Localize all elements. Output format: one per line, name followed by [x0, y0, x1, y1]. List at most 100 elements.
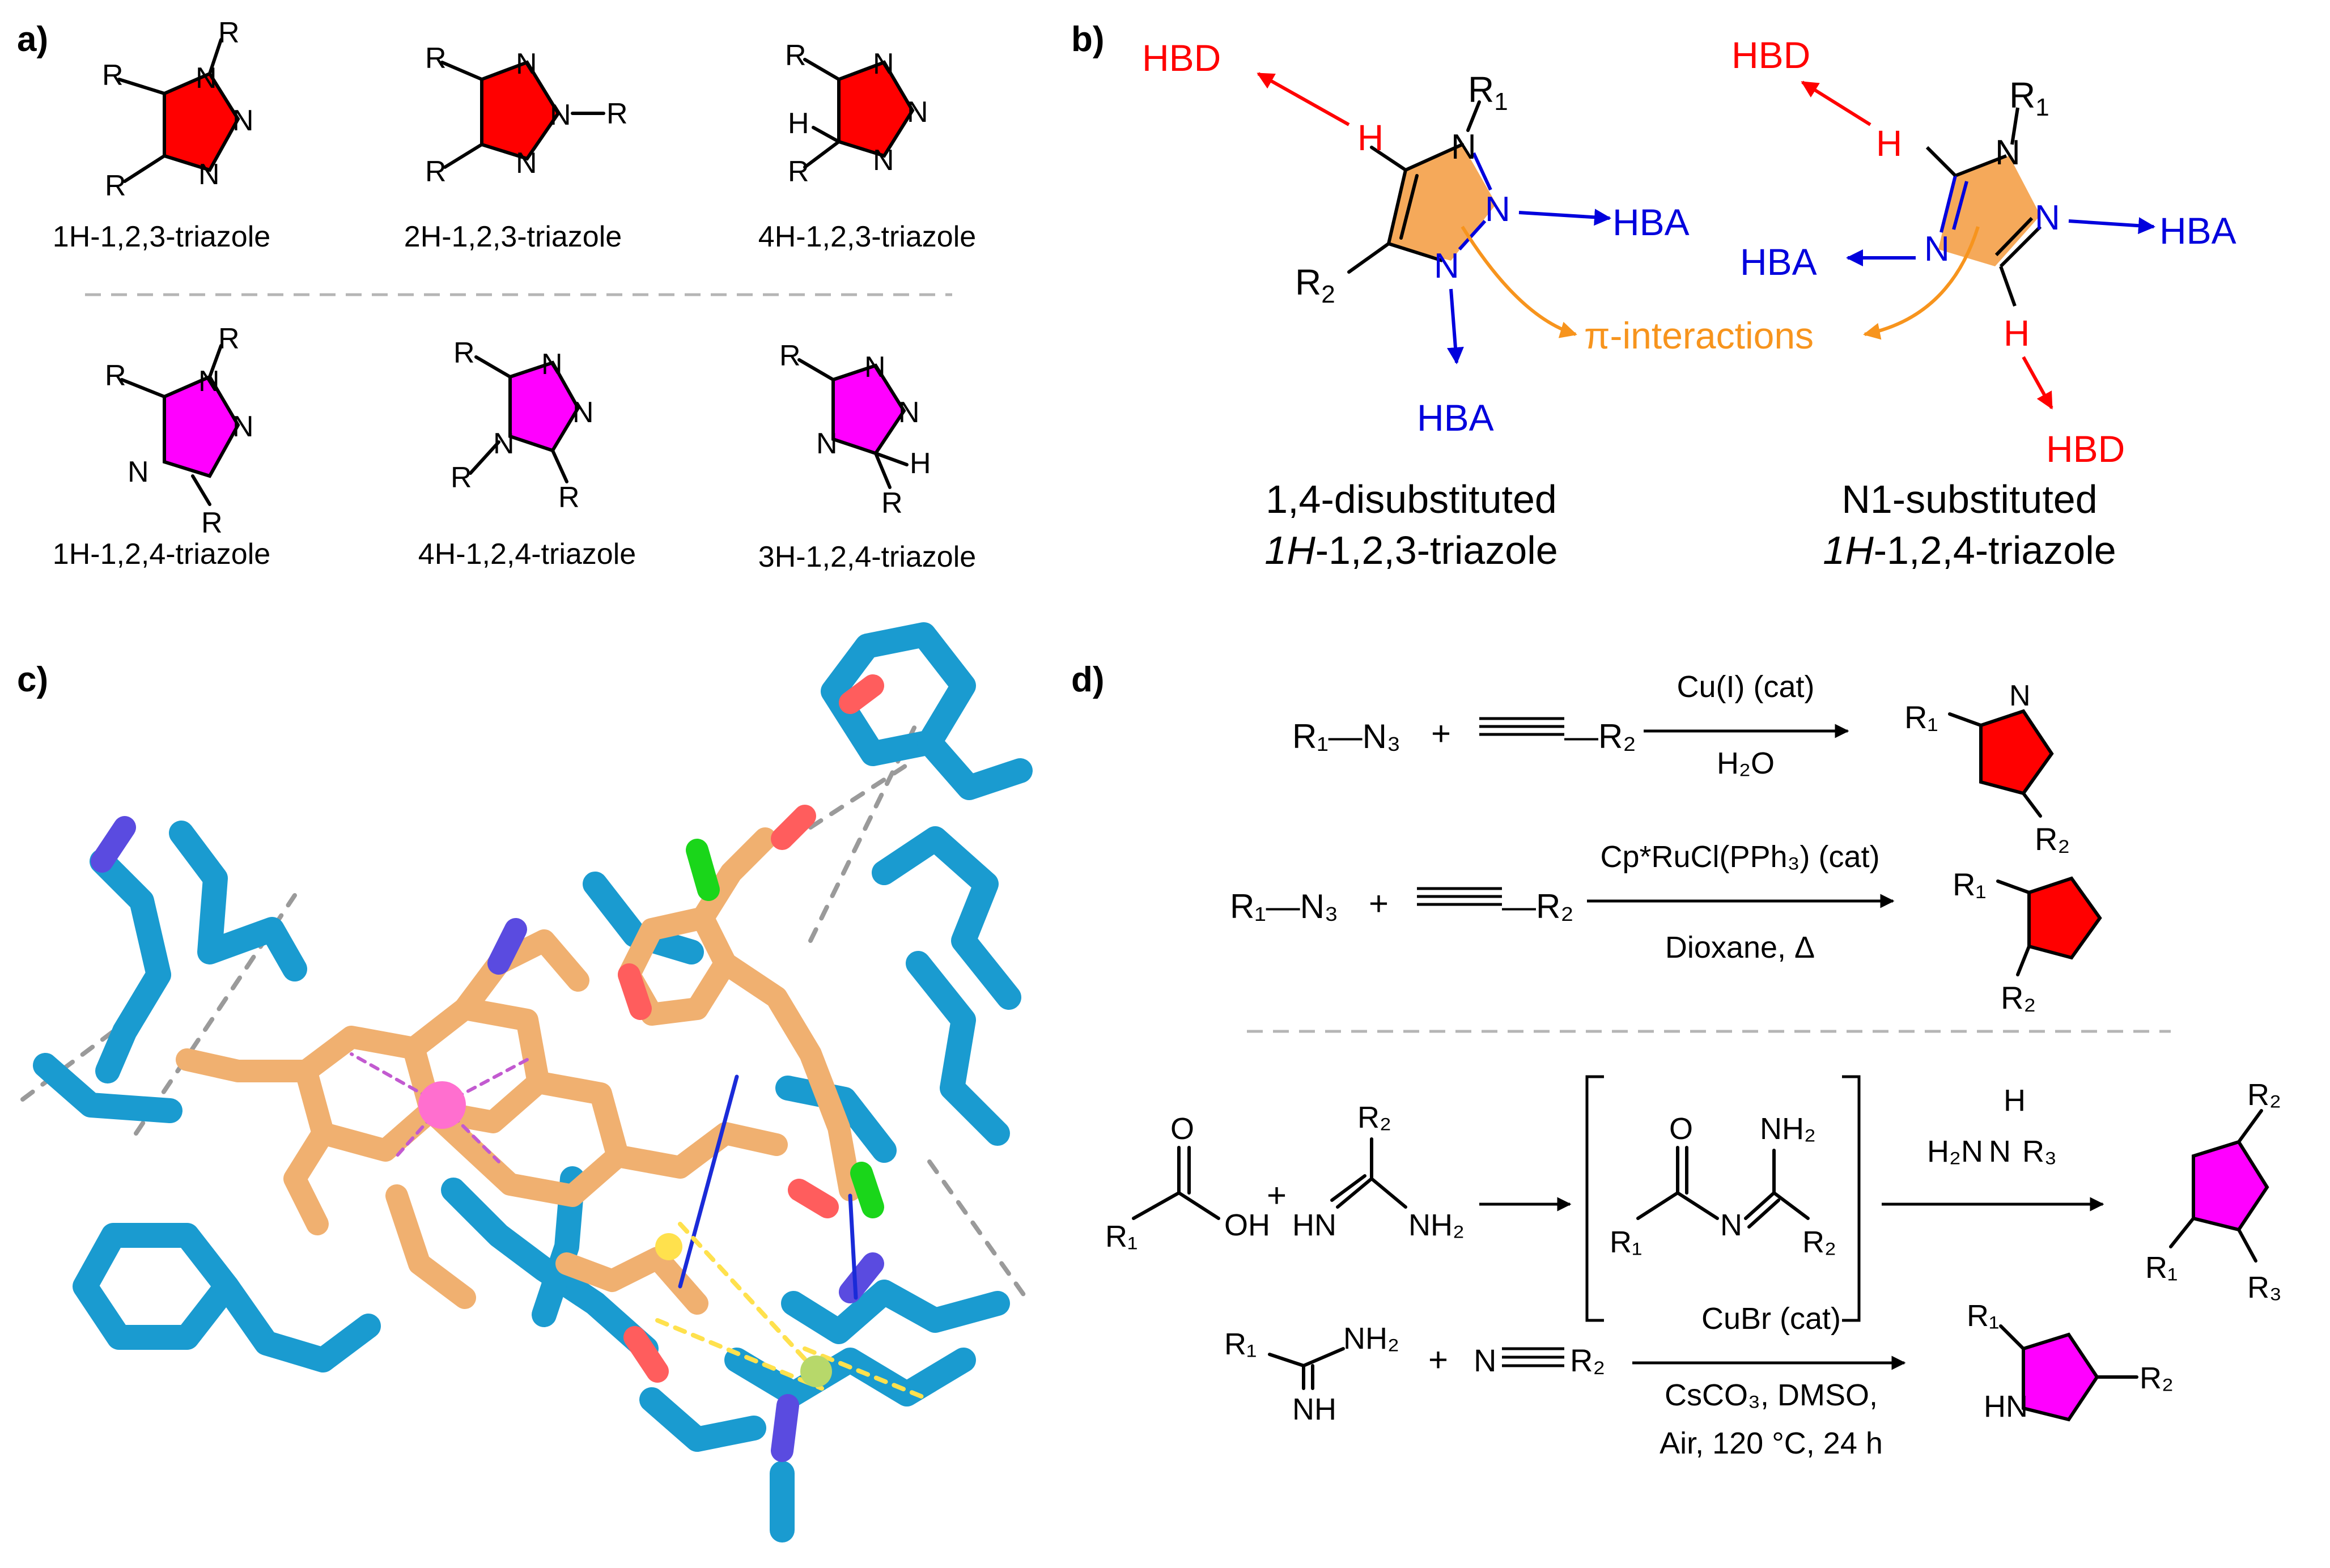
- product-123-triazole: [1979, 709, 2054, 796]
- atom-r: R: [425, 155, 447, 188]
- atom-n: N: [198, 365, 220, 398]
- r3-amidine-r2: R₂: [1357, 1100, 1391, 1134]
- caption-1h-124: 1H-1,2,4-triazole: [53, 538, 270, 571]
- r2-product-r1: R₁: [1953, 866, 1986, 902]
- atom-r: R: [105, 169, 126, 202]
- caption-left-italic: 1H: [1264, 528, 1315, 572]
- atom-n: N: [572, 396, 594, 429]
- caption-4h-123: 4H-1,2,3-triazole: [758, 220, 976, 253]
- atom-r2-subscript: 2: [1321, 281, 1335, 308]
- triazole-123-hbond: H N N N R1 R2: [1257, 69, 1611, 364]
- bracket-right: [1842, 1075, 1861, 1322]
- bracket-left: [1585, 1075, 1604, 1322]
- atom-n: N: [907, 96, 928, 129]
- atom-r: R: [105, 359, 126, 392]
- r1-catalyst: Cu(I) (cat): [1677, 670, 1815, 704]
- atom-n: N: [1434, 247, 1459, 286]
- panel-label-c: c): [17, 660, 48, 699]
- atom-n: N: [873, 48, 894, 80]
- r4-plus: +: [1428, 1341, 1448, 1379]
- r3-prod-r3: R₃: [2247, 1270, 2282, 1304]
- hba-label: HBA: [2159, 210, 2236, 252]
- atom-n: N: [898, 396, 920, 429]
- atom-r: R: [779, 339, 801, 372]
- nitrile-triple-bond: [1502, 1347, 1564, 1367]
- reaction-cuaac: R₁—N₃ + —R₂ Cu(I) (cat) H₂O R₁ R₂ N: [1292, 670, 2070, 857]
- atom-r: R: [218, 322, 240, 355]
- atom-n: N: [198, 158, 220, 191]
- metal-center-icon: [418, 1081, 466, 1129]
- caption-4h-124: 4H-1,2,4-triazole: [418, 538, 636, 571]
- atom-r1: R1: [2009, 75, 2049, 121]
- r2-reagent-azide: R₁—N₃: [1230, 887, 1338, 925]
- panel-label-a: a): [17, 20, 48, 59]
- atom-r1-subscript: 1: [2035, 94, 2049, 121]
- caption-right-rest: -1,2,4-triazole: [1874, 528, 2116, 572]
- triazole-3h-124: R R H N N N: [779, 339, 931, 520]
- atom-n: N: [2009, 679, 2031, 712]
- r4-nitrile-n: N: [1474, 1342, 1496, 1378]
- r3-plus: +: [1267, 1176, 1287, 1214]
- panel-label-d: d): [1071, 660, 1105, 699]
- r3-int-n: N: [1720, 1208, 1742, 1242]
- panel-c-molecular-model: [20, 622, 1033, 1542]
- atom-h: H: [910, 447, 931, 480]
- reaction-acid-amidine: O OH R₁ + R₂ HN NH₂ O R₁ N: [1105, 1075, 2282, 1322]
- r4-nitrile-r2: R₂: [1570, 1342, 1605, 1378]
- reaction-ruaac: R₁—N₃ + —R₂ Cp*RuCl(PPh₃) (cat) Dioxane,…: [1230, 840, 2102, 1015]
- r4-catalyst: CuBr (cat): [1701, 1302, 1841, 1336]
- r3-acid-o: O: [1170, 1112, 1194, 1146]
- r3-int-r1: R₁: [1610, 1225, 1642, 1259]
- caption-1h-123: 1H-1,2,3-triazole: [53, 220, 270, 253]
- r3-acid-r1: R₁: [1105, 1219, 1138, 1253]
- product-123-triazole: [2027, 876, 2102, 960]
- r3-prod-r1: R₁: [2145, 1251, 2178, 1285]
- sulfur-icon: [655, 1233, 682, 1260]
- pi-interactions-label: π-interactions: [1584, 315, 1814, 356]
- r3-hydrazine-h2n: H₂N: [1927, 1134, 1983, 1168]
- atom-h: H: [788, 107, 809, 140]
- caption-right-italic: 1H: [1823, 528, 1874, 572]
- atom-n: N: [550, 99, 571, 131]
- r4-conditions-1: CsCO₃, DMSO,: [1665, 1378, 1878, 1412]
- r1-reagent-azide: R₁—N₃: [1292, 717, 1400, 755]
- r2-solvent: Dioxane, Δ: [1665, 930, 1815, 964]
- atom-n: N: [232, 104, 254, 137]
- alkyne-triple-bond: [1417, 887, 1502, 906]
- r2-product-r2: R₂: [2001, 980, 2036, 1015]
- atom-r: R: [218, 16, 240, 49]
- r1-plus: +: [1431, 715, 1451, 753]
- atom-n: N: [493, 427, 515, 460]
- r2-reagent-alkyne: —R₂: [1502, 887, 1574, 925]
- atom-r: R: [453, 337, 475, 369]
- atom-h: H: [2004, 313, 2030, 354]
- atom-n: N: [873, 144, 894, 177]
- atom-n: N: [816, 427, 838, 460]
- r4-conditions-2: Air, 120 °C, 24 h: [1660, 1426, 1883, 1460]
- r3-hydrazine-h: H: [2004, 1083, 2026, 1117]
- r1-reagent-alkyne: —R₂: [1564, 717, 1636, 755]
- r3-acid-oh: OH: [1224, 1208, 1270, 1242]
- atom-r: R: [558, 481, 580, 514]
- caption-left-1: 1,4-disubstituted: [1266, 477, 1557, 521]
- atom-n: N: [232, 410, 254, 443]
- atom-r2-symbol: R: [1295, 262, 1321, 303]
- atom-r1-symbol: R: [2009, 75, 2035, 116]
- atom-n: N: [1924, 230, 1950, 269]
- r2-catalyst: Cp*RuCl(PPh₃) (cat): [1600, 840, 1879, 874]
- r4-amidine-nh: NH: [1292, 1392, 1336, 1426]
- atom-r: R: [102, 59, 124, 92]
- r3-hydrazine-r3: R₃: [2022, 1134, 2057, 1168]
- r4-prod-hn: HN: [1984, 1389, 2028, 1423]
- atom-r1-symbol: R: [1468, 69, 1494, 110]
- r3-int-nh2: NH₂: [1760, 1112, 1816, 1146]
- r3-amidine-nh2: NH₂: [1408, 1208, 1465, 1242]
- atom-h: H: [1876, 123, 1902, 164]
- panel-label-b: b): [1071, 20, 1105, 59]
- caption-right-1: N1-substituted: [1841, 477, 2097, 521]
- r3-prod-r2: R₂: [2247, 1078, 2281, 1112]
- triazole-4h-123: R R H N N N: [785, 39, 928, 188]
- caption-right-2: 1H-1,2,4-triazole: [1823, 528, 2116, 572]
- caption-2h-123: 2H-1,2,3-triazole: [404, 220, 622, 253]
